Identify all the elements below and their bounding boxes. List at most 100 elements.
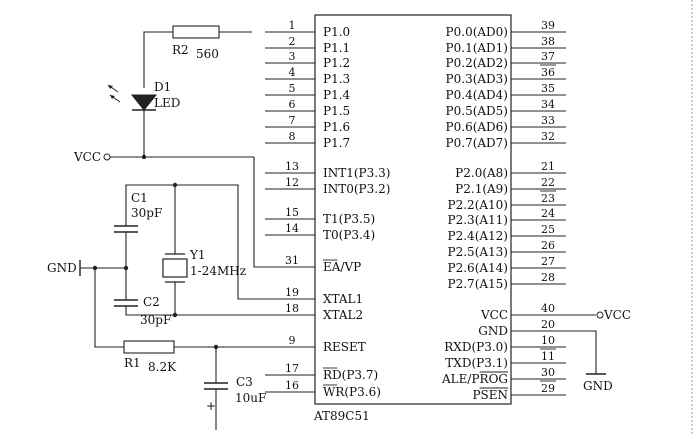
c3-name: C3 [236, 375, 253, 389]
vcc-right-terminal [596, 311, 604, 319]
wire-vcc-ea [253, 157, 315, 268]
pin-number-right: 20 [541, 318, 555, 331]
pin-number-left: 19 [285, 286, 299, 299]
pin-number-right: 26 [541, 239, 555, 252]
pin-label-right: TXD(P3.1) [445, 356, 508, 370]
pin-label-right: GND [478, 324, 508, 338]
chip-name: AT89C51 [313, 409, 370, 423]
vcc-right-label: VCC [603, 308, 631, 322]
pin-number-left: 15 [285, 206, 299, 219]
pin-label-left: P1.7 [323, 136, 350, 150]
r1-name: R1 [124, 356, 141, 370]
pin-label-right: P2.7(A15) [448, 277, 508, 291]
pin-number-left: 17 [285, 362, 299, 375]
pin-number-left: 14 [285, 222, 299, 235]
pin-number-left: 31 [285, 254, 299, 267]
pin-label-left: INT1(P3.3) [323, 166, 390, 180]
pin-label-right: RXD(P3.0) [444, 340, 508, 354]
pin-number-left: 13 [285, 160, 299, 173]
pin-label-left: P1.5 [323, 104, 350, 118]
c3-value: 10uF [235, 391, 266, 405]
c1-name: C1 [131, 191, 148, 205]
pin-number-right: 34 [541, 98, 555, 111]
r2-name: R2 [172, 43, 189, 57]
pin-number-right: 23 [541, 192, 555, 205]
pin-number-left: 18 [285, 302, 299, 315]
pin-number-left: 8 [289, 130, 296, 143]
pin-label-right: P2.4(A12) [448, 229, 508, 243]
pin-number-right: 32 [541, 130, 555, 143]
wire-c2-bottom [125, 306, 175, 316]
d1-name: D1 [154, 80, 171, 94]
pin-label-left: RD(P3.7) [323, 368, 378, 382]
pin-label-right: P0.1(AD1) [446, 41, 508, 55]
pin-number-right: 30 [541, 366, 555, 379]
pin-label-right: P2.0(A8) [455, 166, 508, 180]
pin-number-right: 35 [541, 82, 555, 95]
led-d1 [107, 84, 158, 157]
pin-label-left: XTAL2 [323, 308, 363, 322]
pin-label-left: EA/VP [323, 260, 361, 274]
pin-label-left: P1.6 [323, 120, 350, 134]
pin-number-right: 29 [541, 382, 555, 395]
pin-number-right: 22 [541, 176, 555, 189]
pin-number-right: 27 [541, 255, 555, 268]
pin-number-right: 21 [541, 160, 555, 173]
pin-label-right: P2.3(A11) [448, 213, 508, 227]
pin-label-right: P2.2(A10) [448, 198, 508, 212]
pin-label-left: P1.1 [323, 41, 350, 55]
vcc-left-terminal [103, 153, 111, 161]
pin-number-left: 12 [285, 176, 299, 189]
y1-name: Y1 [189, 248, 206, 262]
resistor-r2 [172, 25, 220, 39]
pin-label-right: P0.6(AD6) [446, 120, 508, 134]
pin-label-left: P1.4 [323, 88, 351, 102]
wire-gnd-reset [94, 268, 124, 348]
c3-polarity: + [206, 399, 216, 413]
c1-value: 30pF [131, 206, 162, 220]
pin-label-right: P2.5(A13) [448, 245, 508, 259]
pin-number-right: 25 [541, 223, 555, 236]
pin-number-right: 10 [541, 334, 555, 347]
crystal-y1 [162, 258, 188, 278]
pin-number-right: 24 [541, 207, 555, 220]
pin-label-left: T0(P3.4) [323, 228, 375, 242]
pin-label-right: P2.6(A14) [448, 261, 508, 275]
d1-value: LED [154, 96, 180, 110]
pin-label-left: INT0(P3.2) [323, 182, 390, 196]
resistor-r1 [123, 340, 175, 354]
pin-label-left: XTAL1 [323, 292, 363, 306]
pin-label-right: P0.3(AD3) [446, 72, 508, 86]
pin-number-right: 37 [541, 50, 555, 63]
pin-number-right: 39 [541, 19, 555, 32]
pin-label-right: PSEN [472, 388, 508, 402]
pin-label-right: P0.0(AD0) [446, 25, 508, 39]
junction-gnd-left [92, 265, 98, 271]
pin-number-left: 4 [289, 66, 296, 79]
pin-label-right: ALE/PROG [441, 372, 508, 386]
pin-number-right: 36 [541, 66, 555, 79]
gnd-left-label: GND [47, 261, 77, 275]
c2-name: C2 [143, 295, 160, 309]
pin-label-right: VCC [480, 308, 508, 322]
pin-label-right: P0.2(AD2) [446, 56, 508, 70]
wire-gnd-right [566, 330, 597, 374]
pin-number-right: 33 [541, 114, 555, 127]
pin-label-left: P1.2 [323, 56, 350, 70]
pin-number-right: 28 [541, 271, 555, 284]
pin-label-left: P1.3 [323, 72, 350, 86]
r2-value: 560 [196, 47, 219, 61]
r1-value: 8.2K [148, 360, 177, 374]
pin-number-left: 6 [289, 98, 296, 111]
chip-right-pins: 39P0.0(AD0)38P0.1(AD1)37P0.2(AD2)36P0.3(… [441, 19, 566, 402]
pin-label-right: P0.4(AD4) [446, 88, 508, 102]
pin-number-right: 11 [541, 350, 555, 363]
pin-label-left: RESET [323, 340, 366, 354]
pin-label-left: T1(P3.5) [323, 212, 375, 226]
pin-number-left: 16 [285, 379, 299, 392]
pin-number-left: 7 [289, 114, 296, 127]
pin-number-left: 1 [289, 19, 296, 32]
pin-number-left: 3 [289, 50, 296, 63]
pin-label-right: P2.1(A9) [455, 182, 508, 196]
